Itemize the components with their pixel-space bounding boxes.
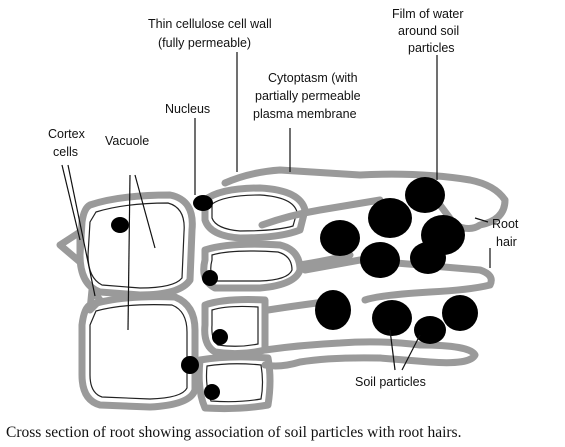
soil-particle [320, 220, 360, 256]
cortex-cell-bottom [195, 353, 274, 413]
cortex-cell-mid-upper [201, 184, 309, 242]
triangle-cell-mid [86, 286, 104, 314]
cortex-cell-upper [76, 191, 196, 299]
label-vacuole: Vacuole [105, 134, 149, 148]
labels: Thin cellulose cell wall (fully permeabl… [48, 7, 519, 389]
soil-particle [368, 198, 412, 238]
root-hair-channel-3 [296, 251, 354, 269]
label-cortex-2: cells [53, 145, 78, 159]
label-nucleus: Nucleus [165, 102, 210, 116]
soil-particle [315, 290, 351, 330]
root-hair-cell [221, 166, 509, 370]
nucleus-2 [193, 195, 213, 211]
nucleus-3 [202, 270, 218, 286]
soil-particle [372, 300, 412, 336]
root-hair-upper-channel [258, 196, 384, 229]
label-cell-wall-1: Thin cellulose cell wall [148, 17, 272, 31]
nuclei [111, 195, 228, 400]
label-cytoplasm-1: Cytoptasm (with [268, 71, 358, 85]
figure-caption: Cross section of root showing associatio… [6, 424, 461, 441]
cortex-cells [56, 184, 309, 413]
soil-particles [315, 177, 478, 344]
label-soil-particles: Soil particles [355, 375, 426, 389]
leader-lines [61, 52, 491, 371]
soil-particle [410, 242, 446, 274]
nucleus-4 [212, 329, 228, 345]
label-root-hair-2: hair [496, 235, 517, 249]
root-hair-lower [261, 338, 479, 370]
soil-particle [442, 295, 478, 331]
label-cortex-1: Cortex [48, 127, 86, 141]
soil-particle [360, 242, 400, 278]
label-root-hair-1: Root [492, 217, 519, 231]
label-film-3: particles [408, 41, 455, 55]
nucleus-1 [111, 217, 129, 233]
soil-particle [414, 316, 446, 344]
cortex-cell-mid-lower [201, 296, 269, 358]
label-cytoplasm-2: partially permeable [255, 89, 361, 103]
nucleus-6 [204, 384, 220, 400]
label-cytoplasm-3: plasma membrane [253, 107, 357, 121]
triangle-cell-left [56, 228, 84, 266]
nucleus-5 [181, 356, 199, 374]
label-cell-wall-2: (fully permeable) [158, 36, 251, 50]
root-hair-outline [221, 166, 509, 232]
cortex-cell-lower [78, 293, 199, 411]
soil-particle [405, 177, 445, 213]
label-film-2: around soil [398, 24, 459, 38]
label-film-1: Film of water [392, 7, 464, 21]
